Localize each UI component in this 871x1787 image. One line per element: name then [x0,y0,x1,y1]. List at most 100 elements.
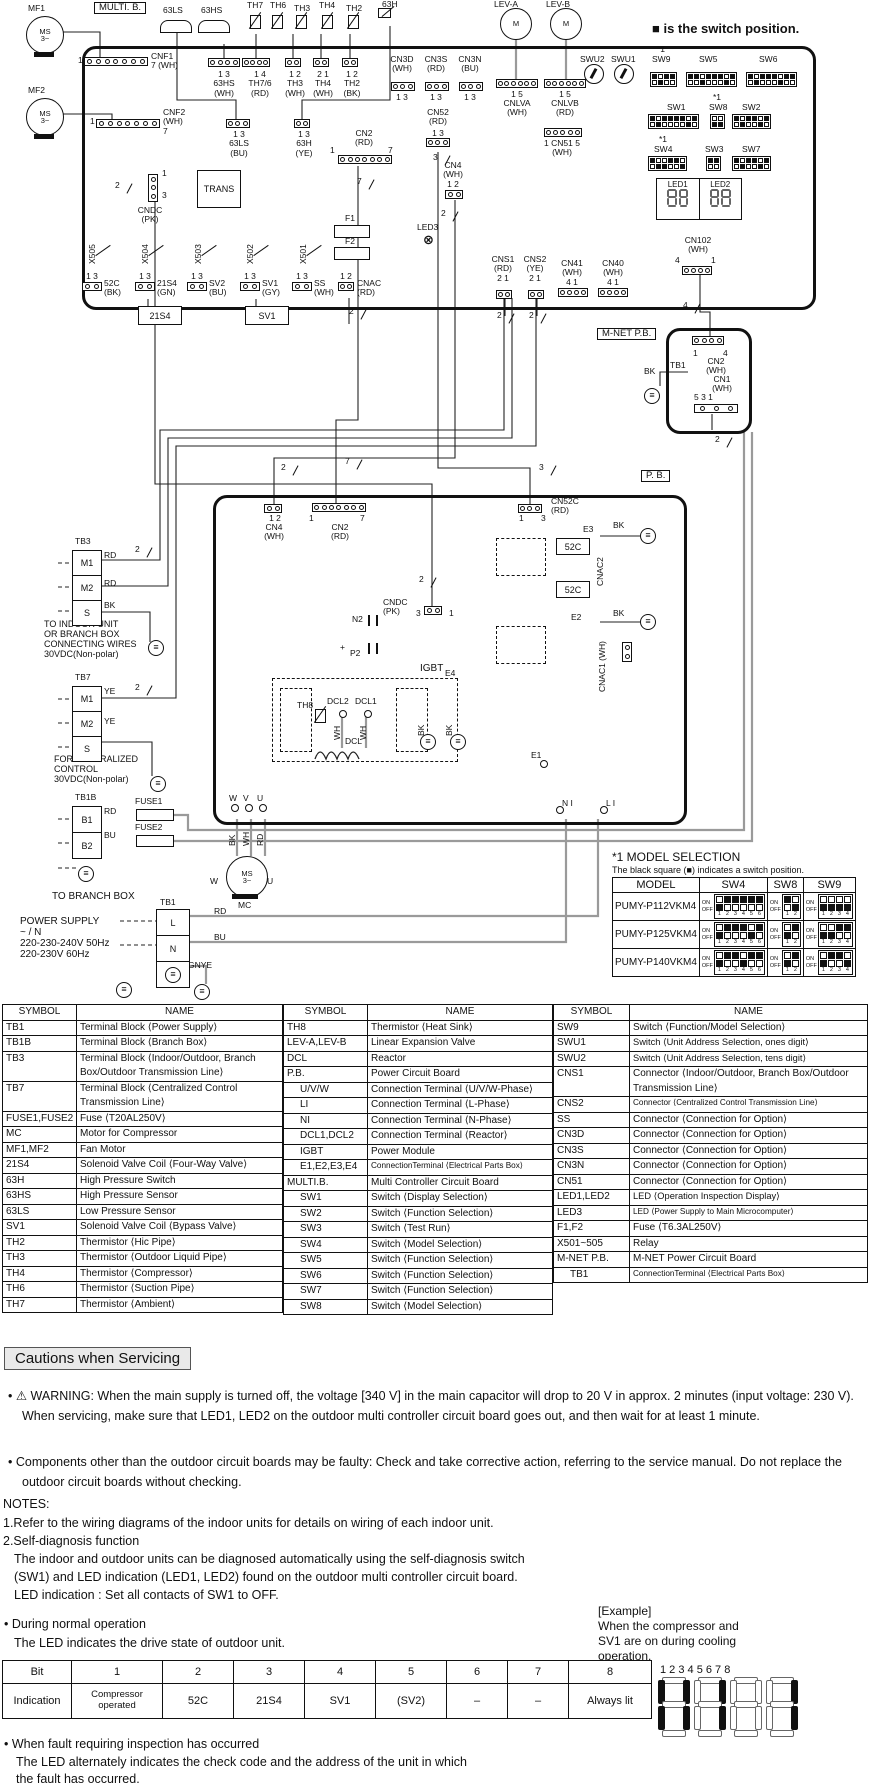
lbl-ni: N I [562,798,573,808]
normal-op-bullet: • During normal operation [4,1617,146,1631]
lbl-sw1: SW1 [667,102,686,112]
bit-cell: 4 [304,1660,376,1684]
bit-cell: 1 [71,1660,163,1684]
cnf2-lbl: CNF2 (WH) 7 [163,107,186,136]
name-cell: Switch ⟨Function Selection⟩ [367,1252,553,1269]
led3-sym: ⊗ [423,232,434,247]
cn3d-pin [407,84,413,89]
symbol-row: P.B.Power Circuit Board [283,1066,553,1083]
mnet-cn2-pin4: 4 [723,348,728,358]
led2-label: LED2 [710,180,731,189]
symbol-cell: TB1 [2,1019,77,1036]
off-label: OFF [701,906,713,913]
lbl-swu2: SWU2 [580,54,605,64]
rsv1-lbl: SV1 (GY) [262,278,280,298]
cnf2-pin [98,121,104,126]
name-cell: Connection Terminal ⟨Reactor⟩ [367,1128,553,1145]
lbl-63h: 63H [382,0,398,9]
cn2-top-pin [362,157,368,162]
r52c-pins: 1 3 [86,271,98,281]
cns1 [496,290,512,299]
conn-ss-pin [304,284,309,289]
cn3n-pin [475,84,481,89]
conn-th76-pin [243,60,249,65]
tb1-gnye: GNYE [188,960,213,970]
cndc2-pin1: 1 [449,608,454,618]
earth-terminal-icon: ≡ [165,966,181,983]
wn-pbcn4: 2 [281,462,286,472]
segment-g [668,196,676,199]
name-cell: Terminal Block ⟨Indoor/Outdoor, Branch B… [76,1050,283,1082]
segment-e [694,1706,701,1730]
segment-b [674,189,677,198]
cn3s-lbl: CN3S (RD) [424,54,448,74]
wvu-u: U [257,793,264,803]
lbl-leva: LEV-A [494,0,519,9]
tb1b-bu: BU [104,830,116,840]
note-2b: (SW1) and LED indication (LED1, LED2) fo… [14,1570,518,1584]
conn-21s4 [135,282,155,291]
name-cell: Terminal Block ⟨Branch Box⟩ [76,1035,283,1052]
segment-d [679,204,688,207]
cn102-pin [691,268,696,273]
cnlvb [544,79,586,88]
segment-c [683,1706,690,1730]
segment-e [667,197,670,205]
bit-cell: SV1 [304,1683,376,1719]
rss-lbl: SS (WH) [314,278,334,298]
cn4t-pins: 1 2 [447,179,459,189]
cnf1-pin [131,59,137,64]
cndc2-pin [426,608,432,613]
tb7-block-cell: S [73,736,101,761]
power-board [213,495,687,825]
wn-cndc2: 2 [419,574,424,584]
mc-motor: MS 3~ [226,856,268,898]
segment-g [662,1701,686,1708]
relay-52c-box-2: 52C [556,581,590,598]
symbol-cell: SW8 [283,1298,368,1315]
sw3-dip [706,156,721,171]
cn40-pin [607,290,612,295]
segment-b [717,189,720,198]
symbol-cell: SWU1 [553,1035,630,1052]
name-cell: LED ⟨Operation Inspection Display⟩ [629,1189,868,1206]
tb1b-block-cell: B2 [73,832,101,858]
cn2-top [338,155,392,164]
name-cell: Linear Expansion Valve [367,1035,553,1052]
example-digit-1 [658,1677,690,1737]
symbol-cell: LI [283,1097,368,1114]
sw4-dip [648,156,687,171]
symbol-cell: 63LS [2,1203,77,1220]
r21s4-lbl: 21S4 (GN) [157,278,177,298]
mnet-tb1: TB1 [670,360,686,370]
segment-b [686,189,689,198]
cn40-pin [614,290,619,295]
name-cell: Reactor [367,1050,553,1067]
cnlvb-pin [579,81,585,86]
terminal-icon [339,710,347,718]
led2-cell: LED2 [698,179,742,219]
cnlvb-pin [572,81,578,86]
warning-text: • ⚠ WARNING: When the main supply is tur… [8,1389,854,1423]
bit-cell: 6 [446,1660,508,1684]
cn2t-lbl: CN2 (RD) [355,128,373,148]
conn-sv2-pin [190,284,195,289]
cn41-pin [574,290,579,295]
conn-th4-pin [322,60,327,65]
cn3s-pin [441,84,447,89]
cn4t-lbl: CN4 (WH) [443,160,463,180]
sw2-dip [732,114,771,129]
tb1-bu: BU [214,932,226,942]
segment-e [658,1706,665,1730]
